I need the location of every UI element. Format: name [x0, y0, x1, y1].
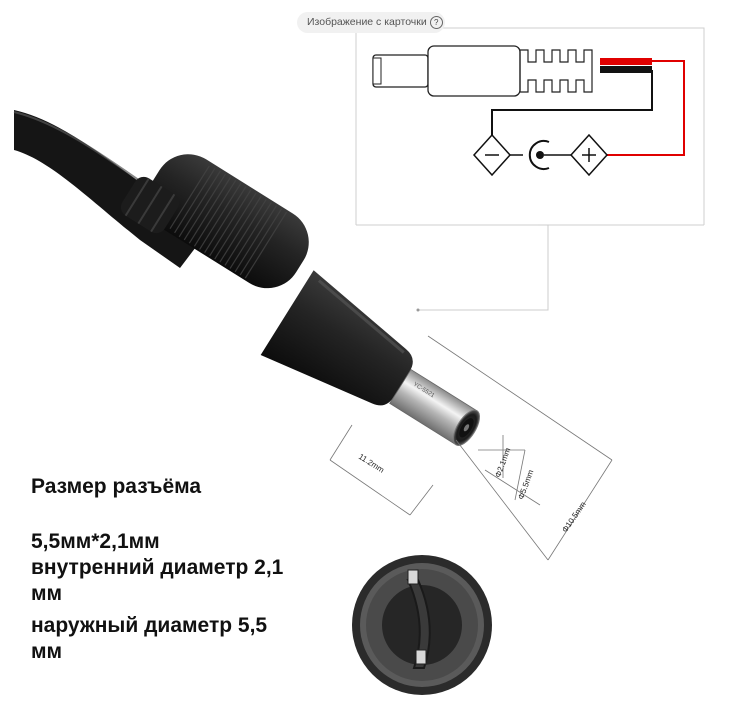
spec-inner-unit: мм	[31, 582, 63, 605]
wiring-diagram	[355, 27, 705, 226]
spec-heading: Размер разъёма	[31, 475, 202, 498]
dimension-labels: 11.2mm Φ2.1mm Φ5.5mm Φ10.5mm	[357, 446, 588, 534]
spec-inner-diameter: внутренний диаметр 2,1	[31, 556, 284, 579]
dc-plug-photo: YC-5521	[13, 110, 481, 446]
dim-barrel: Φ5.5mm	[516, 468, 535, 500]
image-source-badge[interactable]: Изображение с карточки?	[297, 12, 445, 33]
spec-outer-diameter: наружный диаметр 5,5	[31, 614, 268, 637]
dim-pin: Φ2.1mm	[493, 446, 512, 478]
spec-size: 5,5мм*2,1мм	[31, 530, 160, 553]
connector-end-view	[350, 553, 494, 697]
dim-length: 11.2mm	[357, 452, 386, 475]
spec-outer-unit: мм	[31, 640, 63, 663]
badge-label: Изображение с карточки	[307, 16, 427, 28]
dimension-lines	[329, 335, 613, 561]
help-icon[interactable]: ?	[429, 15, 443, 29]
dim-body: Φ10.5mm	[560, 500, 588, 534]
